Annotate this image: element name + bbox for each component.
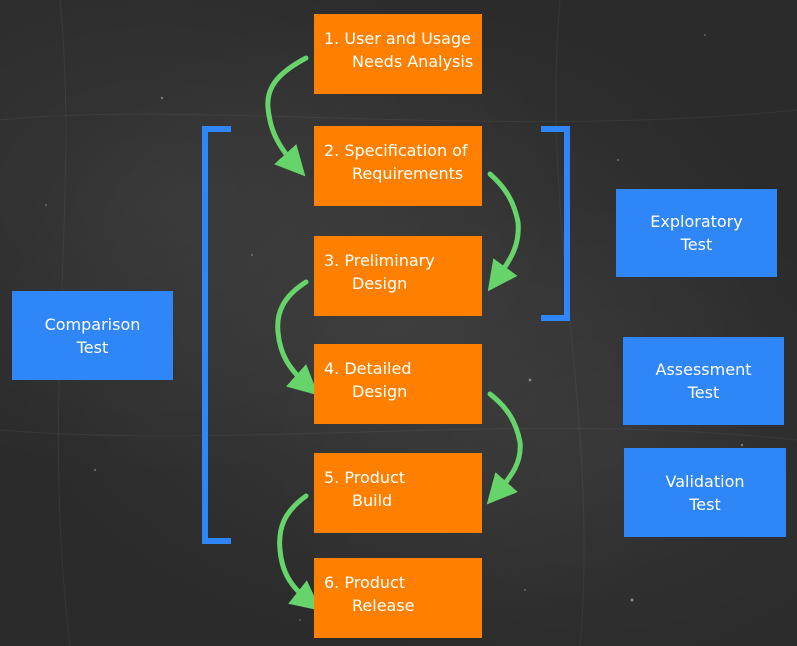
exploratory-test-line1: Exploratory <box>650 212 743 231</box>
comparison-test-box: Comparison Test <box>12 291 173 380</box>
validation-test-line1: Validation <box>665 471 745 491</box>
arrow-3-to-4 <box>275 279 319 396</box>
step-4-box: 4. Detailed Design <box>314 344 482 424</box>
assessment-test-box: Assessment Test <box>623 337 784 425</box>
exploratory-test-line2: Test <box>680 235 713 254</box>
step-3-line2: Design <box>352 274 408 293</box>
step-6-line2: Release <box>352 596 415 615</box>
step-6-line1: 6. Product <box>324 573 406 592</box>
arrow-2-to-3 <box>487 171 521 292</box>
arrow-5-to-6 <box>277 493 321 611</box>
step-3-box: 3. Preliminary Design <box>314 236 482 316</box>
step-4-line1: 4. Detailed <box>324 359 412 378</box>
validation-test-line2: Test <box>689 494 721 514</box>
step-2-box: 2. Specification of Requirements <box>314 126 482 206</box>
arrow-4-to-5 <box>486 391 523 505</box>
step-5-line2: Build <box>352 491 393 510</box>
assessment-test-line2: Test <box>687 383 720 402</box>
right-bracket <box>541 126 570 321</box>
step-1-line2: Needs Analysis <box>352 52 474 71</box>
step-2-line2: Requirements <box>352 164 464 183</box>
comparison-test-line2: Test <box>76 337 109 357</box>
step-2-line1: 2. Specification of <box>324 141 468 160</box>
exploratory-test-box: Exploratory Test <box>616 189 777 277</box>
step-5-box: 5. Product Build <box>314 453 482 533</box>
step-6-box: 6. Product Release <box>314 558 482 638</box>
assessment-test-line1: Assessment <box>655 360 752 379</box>
step-3-line1: 3. Preliminary <box>324 251 435 270</box>
validation-test-box: Validation Test <box>624 448 786 537</box>
left-bracket <box>202 126 231 544</box>
arrow-1-to-2 <box>265 55 309 177</box>
step-5-line1: 5. Product <box>324 468 406 487</box>
step-1-box: 1. User and Usage Needs Analysis <box>314 14 482 94</box>
comparison-test-line1: Comparison <box>44 314 141 334</box>
step-4-line2: Design <box>352 382 408 401</box>
step-1-line1: 1. User and Usage <box>324 29 471 48</box>
